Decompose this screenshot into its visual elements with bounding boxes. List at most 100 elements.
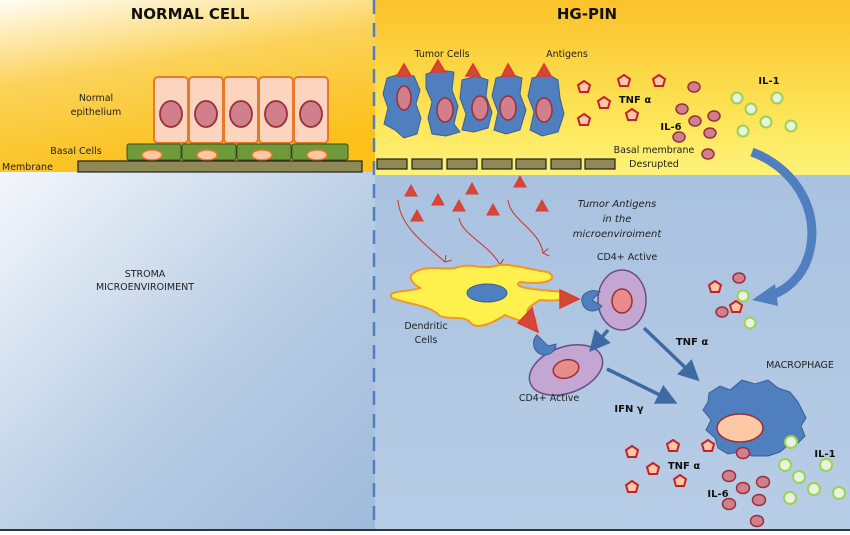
il1-circle xyxy=(784,435,798,449)
tnf-pentagon xyxy=(576,79,592,93)
tumor-antigens-label-2: in the xyxy=(603,214,632,225)
tumor-cells xyxy=(382,58,565,139)
membrane-fragment xyxy=(376,158,408,170)
il6-circle xyxy=(735,481,751,495)
il1-circle xyxy=(783,491,797,505)
antigen-uptake-arrows xyxy=(397,199,543,265)
tnf-pentagon xyxy=(645,461,661,475)
membrane-fragment xyxy=(411,158,443,170)
il1-molecules-top xyxy=(730,91,798,138)
normal-epithelium-cells xyxy=(153,76,329,144)
tnf-pentagon xyxy=(576,112,592,126)
il1-circle xyxy=(736,124,750,138)
il6-circle xyxy=(688,115,702,127)
antigen-triangle xyxy=(410,208,424,222)
tumor-cell xyxy=(527,62,565,137)
il6-circle xyxy=(721,497,737,511)
il1-label-bottom: IL-1 xyxy=(814,449,835,460)
dendritic-nucleus xyxy=(466,283,508,303)
free-tumor-antigens xyxy=(404,174,549,222)
cd4-active-cell-1 xyxy=(581,269,647,331)
presented-antigen xyxy=(516,306,540,334)
il6-circle xyxy=(703,127,717,139)
cd4-active-label-1: CD4+ Active xyxy=(597,252,658,263)
hgpin-title: HG-PIN xyxy=(557,5,617,23)
tumor-antigens-label-3: microenviroiment xyxy=(573,229,663,240)
il6-circle xyxy=(687,81,701,93)
dendritic-cell xyxy=(389,263,581,334)
antigen-uptake-arrow xyxy=(397,199,445,262)
cytokine-release-arrow xyxy=(750,147,817,301)
epithelial-cell xyxy=(188,76,224,144)
tumor-cell xyxy=(491,62,527,135)
il6-circle xyxy=(672,131,686,143)
il1-label-top: IL-1 xyxy=(758,76,779,87)
il1-circle xyxy=(743,316,757,330)
tnf-alpha-molecules-bottom xyxy=(624,438,716,493)
antigen-triangle xyxy=(500,62,517,77)
tnf-pentagon xyxy=(616,73,632,87)
antigens-label: Antigens xyxy=(546,49,588,60)
tumor-cell xyxy=(382,62,422,139)
il6-circle xyxy=(751,493,767,507)
tnf-alpha-molecules-top xyxy=(576,73,667,126)
hgpin-stroma-background xyxy=(375,175,850,531)
stroma-label-1: STROMA xyxy=(125,269,166,280)
membrane-fragment xyxy=(446,158,478,170)
epithelial-cell xyxy=(293,76,329,144)
macrophage xyxy=(702,379,807,457)
tnf-pentagon xyxy=(700,438,716,452)
ifn-arrow xyxy=(606,367,678,404)
il1-circle xyxy=(744,102,758,116)
antigen-uptake-arrow xyxy=(458,217,500,265)
bottom-border xyxy=(0,529,850,531)
macrophage-nucleus xyxy=(716,413,764,443)
tnf-pentagon xyxy=(728,299,744,313)
epithelial-cell xyxy=(258,76,294,144)
tcr-receptor xyxy=(581,290,603,312)
il1-circle xyxy=(784,119,798,133)
tnf-pentagon xyxy=(624,107,640,121)
antigen-triangle xyxy=(535,198,549,212)
il1-circle xyxy=(770,91,784,105)
tnf-pentagon xyxy=(651,73,667,87)
epithelial-cell xyxy=(153,76,189,144)
tumor-cells-label: Tumor Cells xyxy=(413,49,469,60)
tnf-arrow xyxy=(642,326,700,382)
cd4-nucleus xyxy=(552,358,580,380)
basal-cell xyxy=(126,143,182,161)
antigen-triangle xyxy=(431,192,445,206)
tnf-pentagon xyxy=(596,95,612,109)
basal-membrane-label-1: Basal membrane xyxy=(614,145,695,156)
tcr-receptor xyxy=(533,334,557,356)
tnf-pentagon xyxy=(672,473,688,487)
il6-molecules-bottom xyxy=(721,446,771,528)
il6-circle xyxy=(701,148,715,160)
il6-circle xyxy=(732,272,746,284)
hgpin-epithelium-background xyxy=(375,0,850,175)
tnf-alpha-label-top: TNF α xyxy=(619,95,652,106)
mixed-cytokines-cluster xyxy=(707,272,757,330)
il6-circle xyxy=(721,469,737,483)
tnf-alpha-arrow-label: TNF α xyxy=(676,337,709,348)
il1-circle xyxy=(736,289,750,303)
antigen-triangle xyxy=(404,183,418,197)
antigen-triangle xyxy=(465,181,479,195)
dendritic-label-1: Dendritic xyxy=(404,321,447,332)
basal-cell xyxy=(181,143,237,161)
tumor-cell xyxy=(459,62,493,133)
il1-circle xyxy=(759,115,773,129)
antigen-triangle xyxy=(535,62,553,77)
il6-circle xyxy=(735,446,751,460)
tnf-pentagon xyxy=(707,279,723,293)
il6-circle xyxy=(715,306,729,318)
membrane-fragment xyxy=(550,158,582,170)
il1-circle xyxy=(792,470,806,484)
epithelial-cell xyxy=(223,76,259,144)
il6-label-bottom: IL-6 xyxy=(707,489,728,500)
il1-molecules-bottom xyxy=(778,435,846,505)
basal-membrane-label-2: Desrupted xyxy=(629,159,679,170)
basal-cell xyxy=(291,143,349,161)
